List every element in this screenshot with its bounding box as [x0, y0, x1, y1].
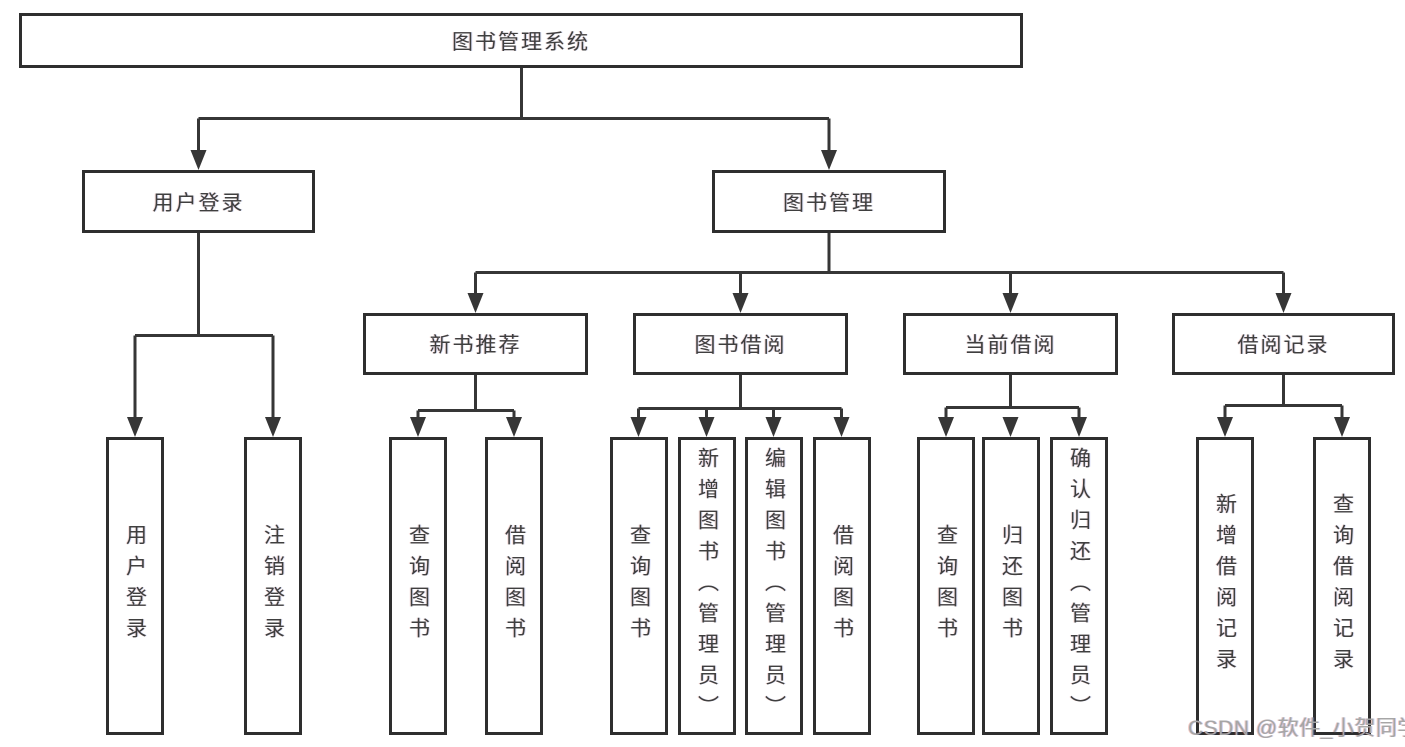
node-current-borrow: 当前借阅 [903, 313, 1118, 375]
node-add-book-admin: 新增图书（管理员） [678, 437, 736, 735]
node-borrow-books-2: 借阅图书 [813, 437, 871, 735]
node-add-borrow-record: 新增借阅记录 [1196, 437, 1254, 735]
node-label: 图书管理系统 [452, 30, 590, 54]
node-label: 编辑图书（管理员） [762, 446, 786, 726]
node-label: 借阅图书 [502, 524, 526, 648]
node-label: 用户登录 [123, 524, 147, 648]
node-book-management: 图书管理 [712, 170, 946, 233]
node-confirm-return-admin: 确认归还（管理员） [1050, 437, 1108, 735]
node-label: 确认归还（管理员） [1067, 446, 1091, 726]
node-book-borrow: 图书借阅 [633, 313, 848, 375]
node-label: 查询图书 [406, 524, 430, 648]
node-label: 查询图书 [627, 524, 651, 648]
node-return-book: 归还图书 [982, 437, 1040, 735]
node-label: 用户登录 [152, 191, 245, 215]
node-label: 新增借阅记录 [1213, 493, 1237, 679]
node-label: 当前借阅 [964, 334, 1057, 357]
node-label: 图书管理 [783, 191, 875, 215]
csdn-watermark: CSDN @软件_小贺同学 [1188, 717, 1405, 740]
node-label: 查询图书 [934, 524, 958, 648]
node-label: 借阅图书 [830, 524, 854, 648]
node-borrow-records: 借阅记录 [1172, 313, 1395, 375]
node-label: 新增图书（管理员） [695, 446, 719, 726]
node-user-login: 用户登录 [82, 170, 315, 233]
node-query-books-2: 查询图书 [610, 437, 668, 735]
node-label: 新书推荐 [429, 334, 522, 357]
node-label: 借阅记录 [1237, 334, 1330, 357]
node-root-library-system: 图书管理系统 [19, 13, 1023, 68]
node-edit-book-admin: 编辑图书（管理员） [745, 437, 803, 735]
node-borrow-books-1: 借阅图书 [485, 437, 543, 735]
node-label: 图书借阅 [694, 334, 787, 357]
node-logout: 注销登录 [244, 437, 302, 735]
node-query-borrow-record: 查询借阅记录 [1313, 437, 1371, 735]
node-label: 查询借阅记录 [1330, 493, 1354, 679]
node-query-books-3: 查询图书 [917, 437, 975, 735]
node-label: 注销登录 [261, 524, 285, 648]
node-query-books-1: 查询图书 [389, 437, 447, 735]
node-new-book-recommend: 新书推荐 [363, 313, 588, 375]
node-label: 归还图书 [999, 524, 1023, 648]
node-user-login-leaf: 用户登录 [106, 437, 164, 735]
